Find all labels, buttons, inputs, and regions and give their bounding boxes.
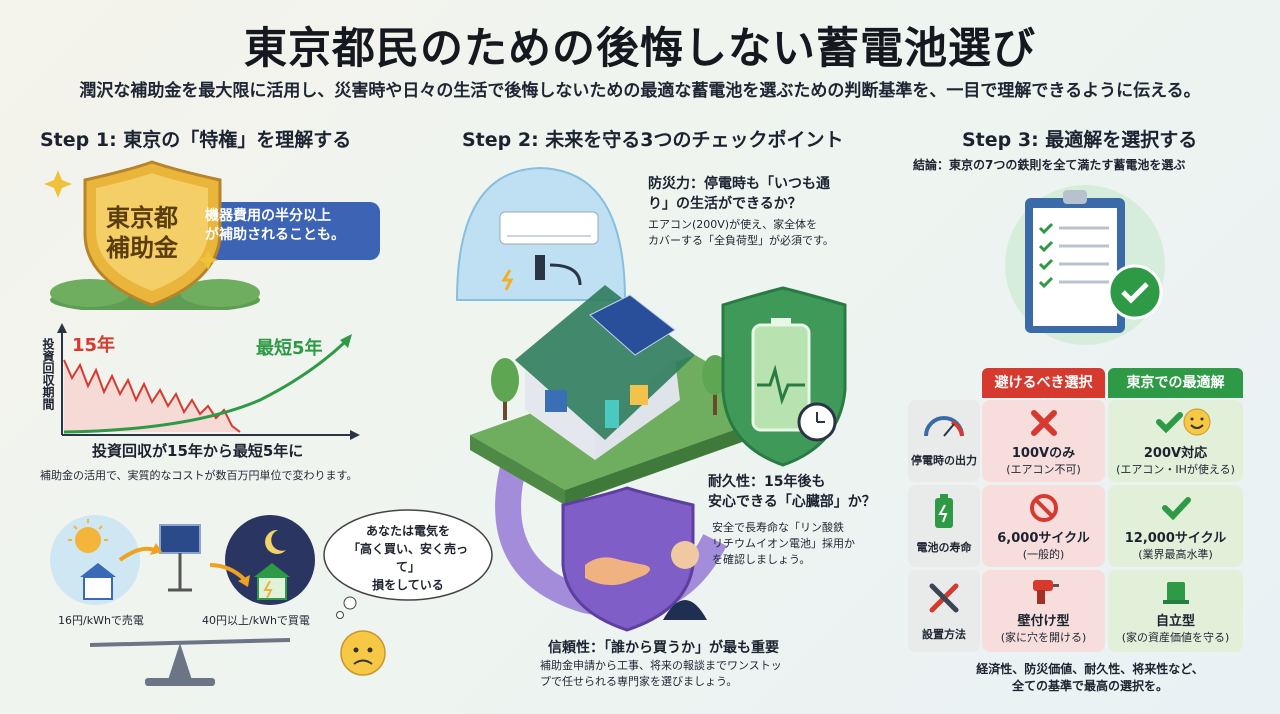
avoid-main: 壁付け型	[1017, 614, 1070, 629]
label-5-years: 最短5年	[256, 338, 323, 359]
row-label-install: 設置方法	[908, 570, 980, 652]
page-subtitle: 潤沢な補助金を最大限に活用し、災害時や日々の生活で後悔しないための最適な蓄電池を…	[79, 81, 1201, 101]
step3-conclusion: 結論：東京の7つの鉄則を全て満たす蓄電池を選ぶ	[913, 158, 1186, 172]
avoid-main: 100Vのみ	[1011, 446, 1076, 461]
best-cell-install: 自立型 (家の資産価値を守る)	[1108, 570, 1243, 652]
payback-caption: 投資回収が15年から最短5年に	[92, 442, 304, 460]
best-sub: (家の資産価値を守る)	[1121, 631, 1230, 644]
buy-price-label: 40円以上/kWhで買電	[202, 614, 310, 627]
speech-bubble	[323, 509, 493, 619]
drill-icon	[1032, 580, 1059, 604]
row-label-text: 電池の寿命	[916, 541, 972, 554]
best-cell-life: 12,000サイクル (業界最高水準)	[1108, 485, 1243, 567]
col-best-header: 東京での最適解	[1108, 368, 1243, 398]
point1-title: 防災力：停電時も「いつも通 り」の生活ができるか？	[648, 176, 830, 212]
payback-chart	[57, 323, 360, 440]
point2-desc: 安全で長寿命な「リン酸鉄 リチウムイオン電池」採用か を確認しましょう。	[712, 521, 855, 566]
avoid-sub: (一般的)	[1022, 548, 1065, 561]
page-title: 東京都民のための後悔しない蓄電池選び	[244, 24, 1036, 74]
step3-footer: 経済性、防災価値、耐久性、将来性など、 全ての基準で最高の選択を。	[976, 662, 1204, 693]
avoid-main: 6,000サイクル	[997, 531, 1090, 546]
best-main: 200V対応	[1143, 446, 1208, 461]
prohibited-icon	[1029, 494, 1058, 522]
sell-buy-illustration	[50, 515, 315, 686]
shield-text: 東京都 補助金	[106, 204, 178, 262]
subsidy-shield-illustration	[44, 160, 380, 310]
house-battery-illustration	[455, 166, 847, 632]
best-sub: (エアコン・IHが使える)	[1116, 463, 1235, 476]
point1-desc: エアコン(200V)が使え、家全体を カバーする「全負荷型」が必須です。	[648, 218, 834, 247]
speech-bubble-text: あなたは電気を 「高く買い、安く売って」 損をしている	[347, 524, 468, 592]
avoid-cell-life: 6,000サイクル (一般的)	[982, 485, 1105, 567]
avoid-sub: (エアコン不可)	[1006, 463, 1081, 476]
point3-desc: 補助金申請から工事、将来の報談までワンストッ プで任せられる専門家を選びましょう…	[540, 659, 782, 688]
chart-ylabel: 投資回収期間	[41, 338, 55, 410]
subsidy-banner: 機器費用の半分以上 が補助されることも。	[205, 208, 345, 243]
x-mark-icon	[1030, 410, 1057, 436]
step2-heading: Step 2: 未来を守る3つのチェックポイント	[462, 129, 844, 151]
check-smile-icon	[1155, 408, 1210, 436]
battery-icon	[935, 494, 953, 528]
col-avoid-header: 避けるべき選択	[982, 368, 1105, 398]
best-main: 自立型	[1155, 614, 1195, 629]
gauge-icon	[924, 416, 964, 437]
payback-caption-sub: 補助金の活用で、実質的なコストが数百万円単位で変わります。	[40, 469, 358, 482]
avoid-sub: (家に穴を開ける)	[1000, 631, 1087, 644]
check-icon	[1161, 497, 1191, 521]
checklist-illustration	[1005, 185, 1165, 345]
avoid-cell-install: 壁付け型 (家に穴を開ける)	[982, 570, 1105, 652]
point3-title: 信頼性：「誰から買うか」が最も重要	[548, 640, 779, 656]
point2-title: 耐久性：15年後も 安心できる「心臓部」か？	[708, 474, 876, 510]
wrench-screwdriver-icon	[929, 583, 959, 613]
row-label-text: 停電時の出力	[911, 454, 977, 467]
row-label-text: 設置方法	[922, 628, 966, 641]
worried-face-icon	[340, 630, 386, 676]
sell-price-label: 16円/kWhで売電	[58, 614, 144, 627]
best-cell-output: 200V対応 (エアコン・IHが使える)	[1108, 400, 1243, 482]
avoid-cell-output: 100Vのみ (エアコン不可)	[982, 400, 1105, 482]
step3-heading: Step 3: 最適解を選択する	[962, 129, 1198, 151]
row-label-output: 停電時の出力	[908, 400, 980, 482]
best-sub: (業界最高水準)	[1138, 548, 1213, 561]
label-15-years: 15年	[72, 335, 116, 356]
standalone-battery-icon	[1162, 582, 1189, 604]
step1-heading: Step 1: 東京の「特権」を理解する	[40, 129, 352, 151]
best-main: 12,000サイクル	[1124, 531, 1227, 546]
row-label-life: 電池の寿命	[908, 485, 980, 567]
